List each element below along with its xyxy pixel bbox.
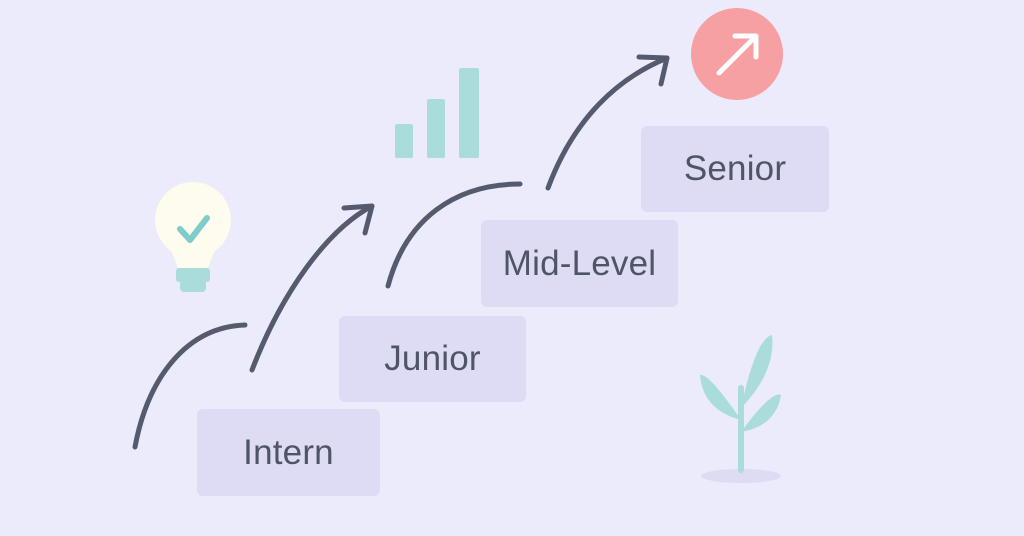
connector-curve-1 (132, 322, 248, 450)
step-mid-level-label: Mid-Level (502, 243, 657, 283)
lightbulb-check-icon (155, 182, 231, 292)
step-junior: Junior (339, 316, 526, 402)
growth-arrow-1 (249, 203, 375, 373)
connector-curve-2 (385, 181, 523, 289)
growth-arrow-2 (545, 55, 670, 191)
sprout-icon (700, 335, 781, 483)
step-junior-label: Junior (384, 339, 481, 378)
growth-arrow-1-head (341, 203, 375, 236)
step-mid-level: Mid-Level (481, 220, 678, 307)
bar-chart-icon (395, 68, 479, 158)
step-senior: Senior (641, 126, 829, 212)
growth-arrow-2-head (636, 54, 670, 87)
step-senior-label: Senior (683, 149, 787, 188)
step-intern: Intern (197, 409, 380, 496)
step-intern-label: Intern (243, 432, 334, 472)
growth-arrow-icon (691, 8, 783, 100)
